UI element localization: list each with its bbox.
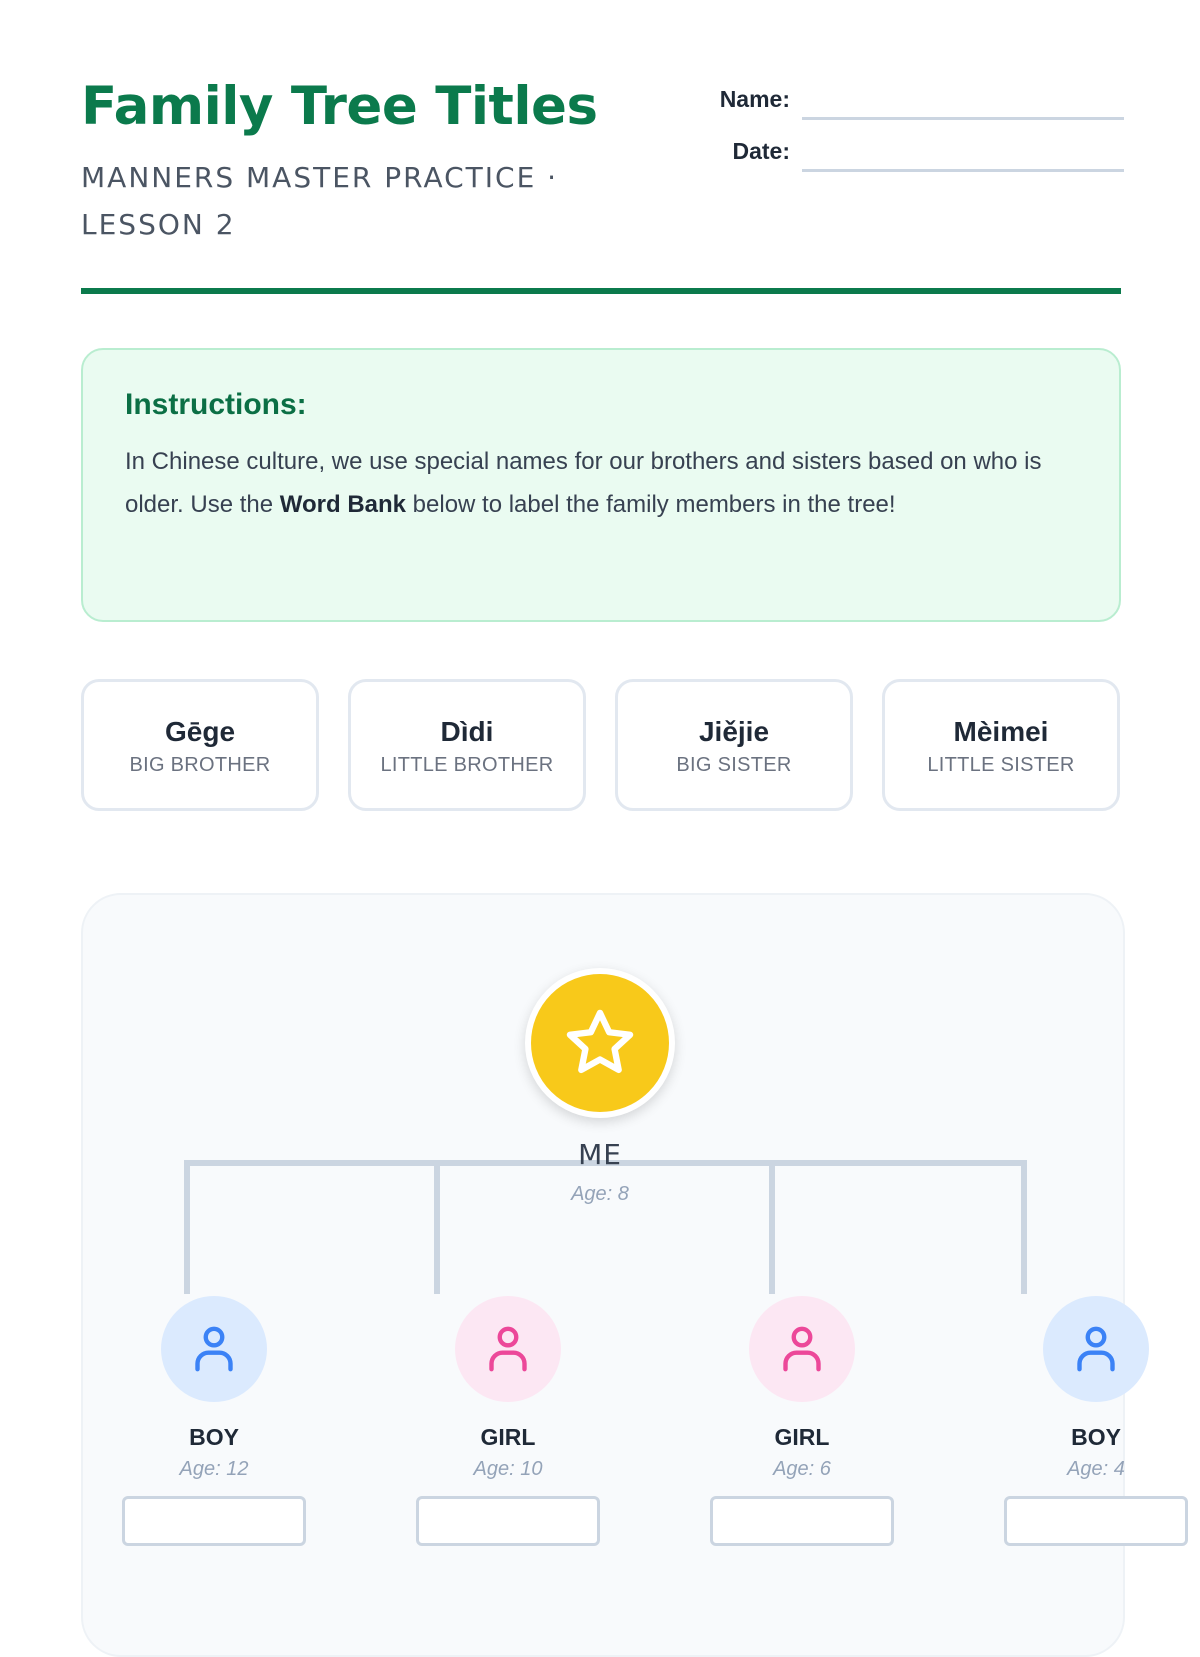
- answer-box-2[interactable]: [416, 1496, 600, 1546]
- sibling-age-1: Age: 12: [179, 1458, 249, 1480]
- word-card-didi: Dìdi LITTLE BROTHER: [348, 679, 586, 811]
- instructions-text: In Chinese culture, we use special names…: [125, 440, 1077, 526]
- star-icon: [566, 1009, 634, 1074]
- me-node: [525, 968, 675, 1118]
- answer-box-1[interactable]: [122, 1496, 306, 1546]
- word-meaning: BIG SISTER: [676, 754, 792, 776]
- word-pinyin: Dìdi: [440, 716, 494, 747]
- instructions-box: Instructions: In Chinese culture, we use…: [81, 348, 1121, 622]
- sibling-node-1: [161, 1296, 267, 1402]
- name-label: Name:: [719, 86, 790, 112]
- sibling-age-4: Age: 4: [1067, 1458, 1125, 1480]
- me-age: Age: 8: [571, 1183, 629, 1205]
- page-subtitle: MANNERS MASTER PRACTICE · LESSON 2: [81, 161, 559, 241]
- page-title: Family Tree Titles: [81, 76, 598, 137]
- word-pinyin: Jiějie: [698, 716, 770, 747]
- word-card-meimei: Mèimei LITTLE SISTER: [882, 679, 1120, 811]
- word-meaning: LITTLE BROTHER: [380, 754, 554, 776]
- person-icon: [1077, 1326, 1115, 1372]
- word-pinyin: Mèimei: [953, 716, 1049, 747]
- instructions-text-end: below to label the family members in the…: [406, 491, 896, 518]
- person-icon: [195, 1326, 233, 1372]
- instructions-heading: Instructions:: [125, 388, 307, 421]
- person-icon: [783, 1326, 821, 1372]
- word-bank-emphasis: Word Bank: [279, 491, 406, 518]
- sibling-age-2: Age: 10: [473, 1458, 543, 1480]
- tree-connector-1: [184, 1160, 190, 1294]
- word-meaning: LITTLE SISTER: [927, 754, 1075, 776]
- sibling-age-3: Age: 6: [773, 1458, 831, 1480]
- sibling-node-2: [455, 1296, 561, 1402]
- sibling-gender-2: GIRL: [480, 1424, 536, 1450]
- word-card-jiejie: Jiějie BIG SISTER: [615, 679, 853, 811]
- person-icon: [489, 1326, 527, 1372]
- sibling-node-3: [749, 1296, 855, 1402]
- date-label: Date:: [732, 138, 790, 164]
- answer-box-3[interactable]: [710, 1496, 894, 1546]
- word-pinyin: Gēge: [164, 716, 236, 747]
- word-meaning: BIG BROTHER: [129, 754, 271, 776]
- tree-connector-horizontal: [184, 1160, 1027, 1166]
- sibling-gender-1: BOY: [189, 1424, 239, 1450]
- instructions-text-start: In Chinese culture, we use special names…: [125, 448, 1042, 518]
- tree-connector-4: [1021, 1160, 1027, 1294]
- date-field[interactable]: [802, 169, 1124, 172]
- header-divider: [81, 288, 1121, 294]
- sibling-gender-4: BOY: [1071, 1424, 1121, 1450]
- answer-box-4[interactable]: [1004, 1496, 1188, 1546]
- sibling-gender-3: GIRL: [774, 1424, 830, 1450]
- tree-connector-3: [769, 1160, 775, 1294]
- sibling-node-4: [1043, 1296, 1149, 1402]
- name-field[interactable]: [802, 117, 1124, 120]
- tree-connector-2: [434, 1160, 440, 1294]
- word-card-gege: Gēge BIG BROTHER: [81, 679, 319, 811]
- me-label: ME: [578, 1138, 622, 1171]
